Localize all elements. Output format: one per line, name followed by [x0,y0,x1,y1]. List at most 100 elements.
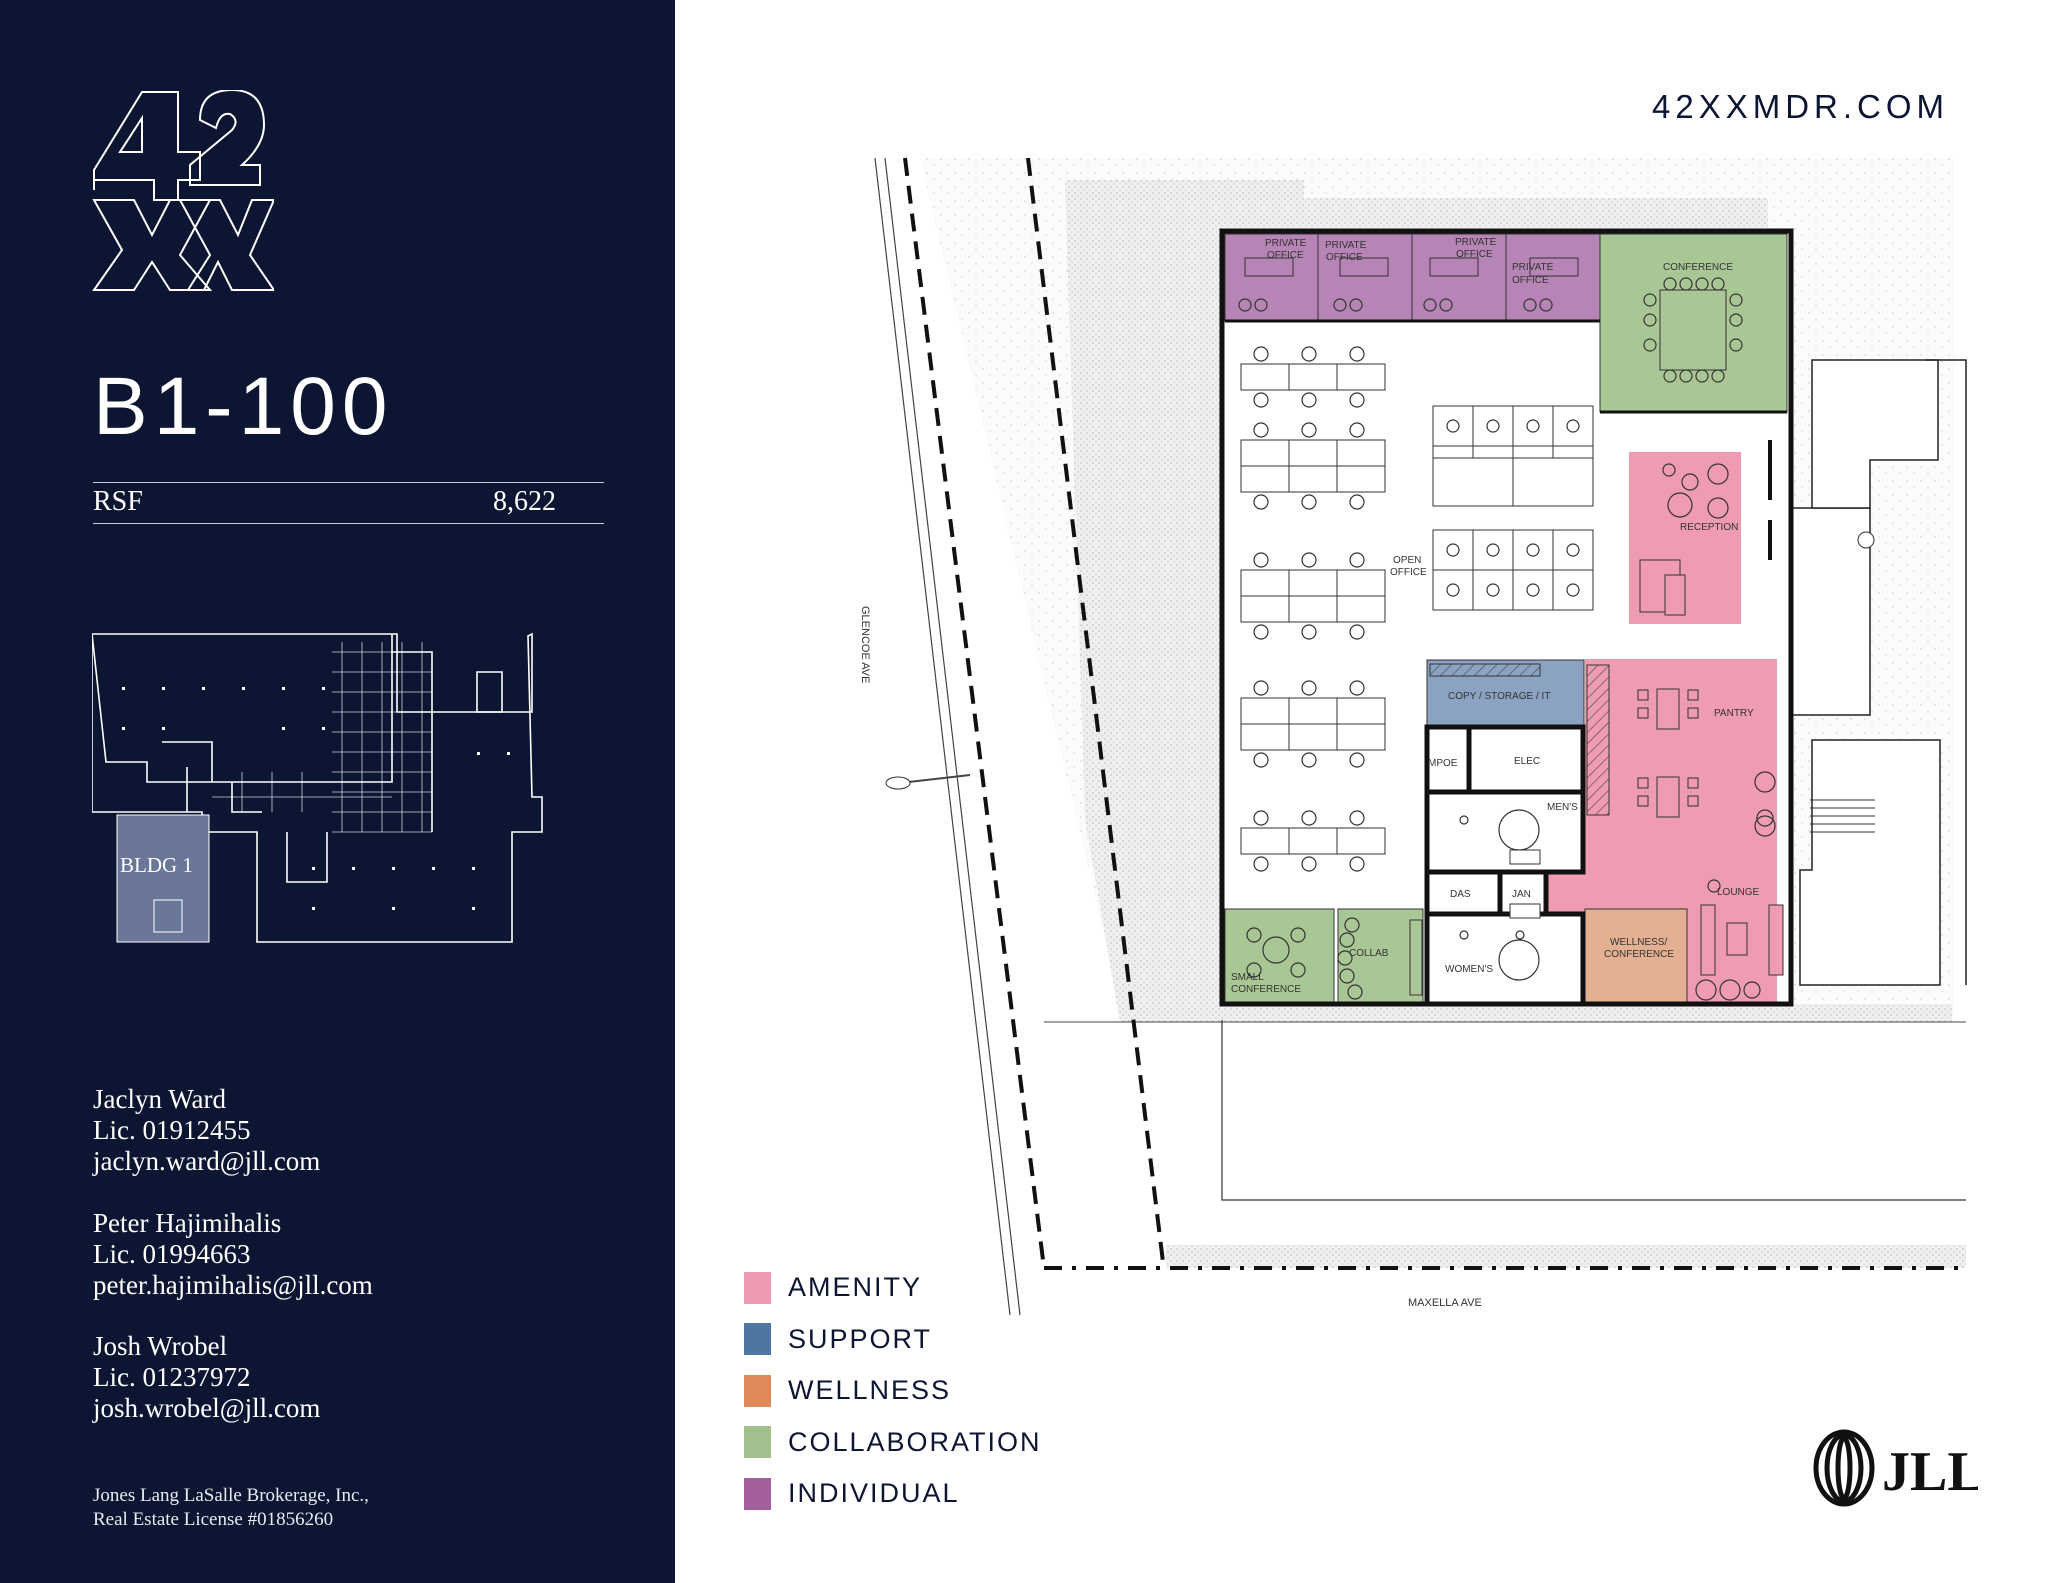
chair [1349,680,1365,696]
jll-logo-text: JLL [1882,1441,1978,1503]
website-url[interactable]: 42XXMDR.COM [1652,88,1950,125]
legend-item-collaboration: COLLABORATION [744,1417,1042,1469]
label-jan: JAN [1512,889,1531,900]
chair [1333,298,1347,312]
chair [1344,917,1360,933]
desk [1687,689,1699,701]
chair [1301,392,1317,408]
legend-label: SUPPORT [788,1323,933,1354]
desk [1432,529,1474,571]
desk [1552,569,1594,611]
label-private-office: OFFICE [1512,275,1549,286]
chair [1711,277,1725,291]
chair [1695,979,1717,1001]
chair [1707,497,1729,519]
legend-item-individual: INDIVIDUAL [744,1468,1042,1520]
chair [1743,981,1761,999]
chair [1349,392,1365,408]
desk [1336,439,1386,467]
label-womens: WOMEN'S [1445,964,1493,975]
contact-email[interactable]: jaclyn.ward@jll.com [93,1146,321,1176]
room-mens[interactable] [1424,789,1586,875]
chair [1253,624,1269,640]
desk [1240,465,1290,493]
chair [1526,419,1540,433]
legend-label: AMENITY [788,1272,923,1303]
desk [1336,465,1386,493]
jll-logo: JLL [1813,1429,1978,1507]
rsf-label: RSF [93,486,143,517]
label-conference: CONFERENCE [1663,262,1733,273]
desk [1472,405,1514,447]
sidebar-panel: B1-100 RSF 8,622 BLDG 1 [0,0,675,1583]
desk [1429,257,1479,277]
label-private-office: OFFICE [1326,252,1363,263]
legend-label: INDIVIDUAL [788,1478,960,1509]
room-private-office[interactable] [1224,233,1319,322]
room-womens[interactable] [1424,911,1586,1007]
chair [1301,680,1317,696]
chair [1643,338,1657,352]
contact-3: Josh Wrobel Lic. 01237972 josh.wrobel@jl… [93,1331,320,1424]
chair [1253,422,1269,438]
desk [1336,363,1386,391]
furniture [1238,257,1784,1001]
suite-number: B1-100 [93,361,394,452]
label-private-office: OFFICE [1267,250,1304,261]
label-mens: MEN'S [1547,802,1578,813]
legend-swatch [744,1374,771,1407]
room-small-conference[interactable] [1224,908,1335,1005]
desk [1768,904,1784,976]
chair [1566,543,1580,557]
legend-item-amenity: AMENITY [744,1262,1042,1314]
chair [1301,422,1317,438]
desk [1512,529,1554,571]
desk [1512,569,1554,611]
legend-label: COLLABORATION [788,1426,1042,1457]
desk [1637,777,1649,789]
chair [1498,939,1540,981]
label-small-conference: CONFERENCE [1231,984,1301,995]
label-private-office: PRIVATE [1512,262,1554,273]
desk [1240,363,1290,391]
chair [1643,293,1657,307]
desk [1472,569,1514,611]
chair [1301,856,1317,872]
contact-name: Jaclyn Ward [93,1084,227,1114]
chair [1349,856,1365,872]
desk [1288,595,1338,623]
chair [1349,346,1365,362]
chair [1423,298,1437,312]
chair [1662,463,1676,477]
contact-license: Lic. 01912455 [93,1115,251,1145]
desk [1509,903,1541,919]
chair [1253,810,1269,826]
desk [1432,569,1474,611]
footer-line: Real Estate License #01856260 [93,1509,334,1530]
legend-swatch [744,1477,771,1510]
42xx-logo [92,90,274,291]
chair [1253,856,1269,872]
legend-item-support: SUPPORT [744,1314,1042,1366]
desk [1244,257,1294,277]
desk [1240,569,1290,597]
chair [1238,298,1252,312]
desk [1512,457,1594,507]
desk [1726,922,1748,956]
footer-line: Jones Lang LaSalle Brokerage, Inc., [93,1485,369,1506]
chair [1337,950,1353,966]
room-private-office[interactable] [1505,233,1601,322]
chair [1729,313,1743,327]
contact-email[interactable]: josh.wrobel@jll.com [93,1393,321,1423]
legend-swatch [744,1323,771,1356]
chair [1246,927,1262,943]
key-plan: BLDG 1 [92,632,543,943]
chair [1347,984,1363,1000]
chair [1679,277,1693,291]
chair [1253,552,1269,568]
label-wellness: WELLNESS/ [1610,937,1667,948]
chair [1349,422,1365,438]
room-wellness-conference[interactable] [1584,908,1688,1003]
contact-email[interactable]: peter.hajimihalis@jll.com [93,1270,373,1300]
